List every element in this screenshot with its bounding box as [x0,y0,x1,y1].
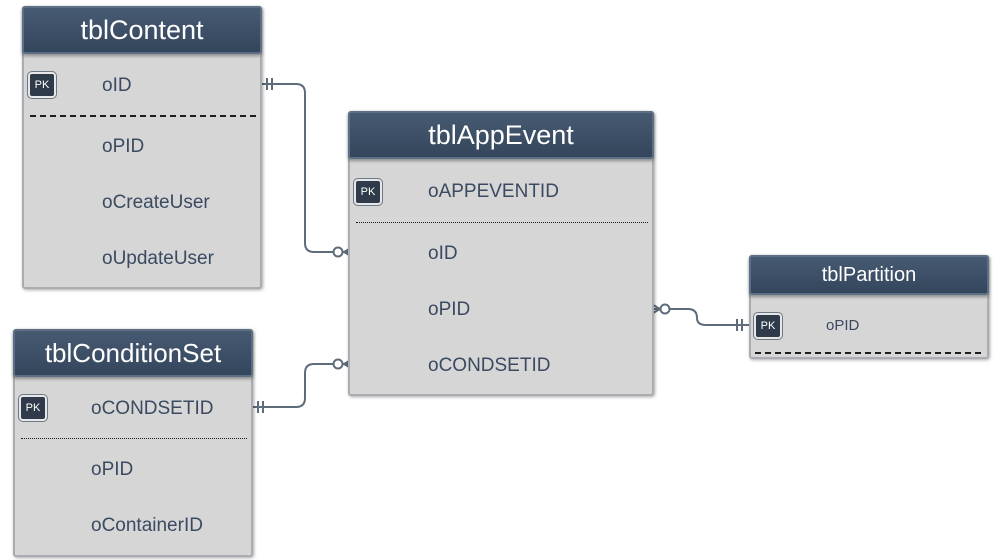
field-ocreateuser[interactable]: oCreateUser [102,192,210,213]
relationship-appevent-partition [648,308,752,326]
entity-title: tblContent [22,6,262,54]
field-oid[interactable]: oID [428,243,458,264]
zero-optional-marker [332,246,344,258]
entity-tblconditionset[interactable]: tblConditionSet PK oCONDSETID oPID oCont… [13,329,253,557]
primary-key-icon: PK [28,72,56,98]
pk-separator [21,438,247,439]
field-opid[interactable]: oPID [91,459,134,480]
entity-tblpartition[interactable]: tblPartition PK oPID [749,255,989,359]
field-oupdateuser[interactable]: oUpdateUser [102,248,214,269]
pk-separator [356,222,648,223]
field-ocontainerid[interactable]: oContainerID [91,515,203,536]
relationship-content-appevent [258,83,356,253]
primary-key-icon: PK [754,313,782,339]
entity-tblappevent[interactable]: tblAppEvent PK oAPPEVENTID oID oPID oCON… [348,111,654,396]
field-opid[interactable]: oPID [102,136,145,157]
field-opid[interactable]: oPID [428,299,471,320]
pk-separator [30,115,256,117]
primary-key-icon: PK [19,395,47,421]
relationship-conditionset-appevent [250,363,356,408]
field-oappeventid[interactable]: oAPPEVENTID [428,181,559,202]
entity-tblcontent[interactable]: tblContent PK oID oPID oCreateUser oUpda… [22,6,262,289]
zero-optional-marker [332,358,344,370]
entity-title: tblConditionSet [13,329,253,377]
entity-title: tblAppEvent [348,111,654,159]
entity-title: tblPartition [749,255,989,295]
field-ocondsetid[interactable]: oCONDSETID [428,355,551,376]
field-oid[interactable]: oID [102,75,132,96]
pk-separator [755,352,981,354]
primary-key-icon: PK [354,179,382,205]
field-ocondsetid[interactable]: oCONDSETID [91,398,214,419]
field-opid[interactable]: oPID [826,317,860,334]
zero-optional-marker [659,303,671,315]
